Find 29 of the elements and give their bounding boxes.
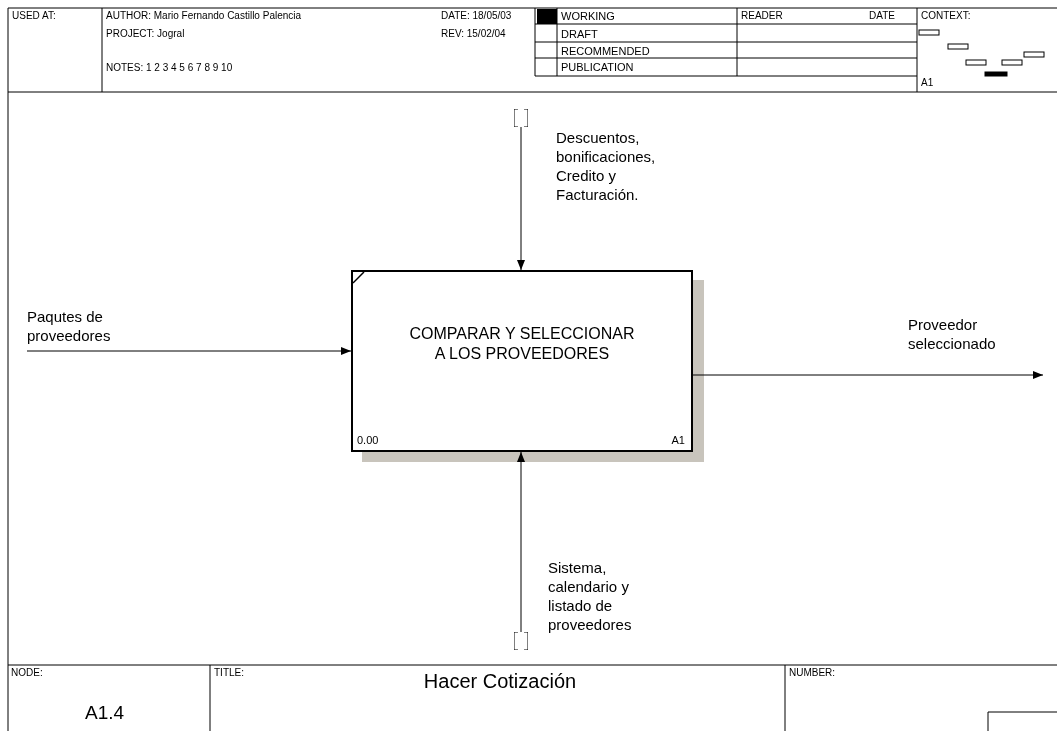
status-label: DRAFT — [561, 28, 598, 40]
arrow — [517, 451, 525, 633]
context-number: A1 — [921, 77, 934, 88]
date-field: DATE: 18/05/03 — [441, 10, 512, 21]
field-label: TITLE: — [214, 667, 244, 678]
node-reference: A1 — [671, 434, 685, 446]
arrow — [517, 126, 525, 271]
author-field: AUTHOR: Mario Fernando Castillo Palencia — [106, 10, 302, 21]
arrow — [26, 347, 352, 355]
arrow — [692, 371, 1044, 379]
field-label: NODE: — [11, 667, 43, 678]
diagram-title: Hacer Cotización — [422, 670, 578, 693]
activity-name: COMPARAR Y SELECCIONAR A LOS PROVEEDORES — [408, 324, 636, 364]
status-label: WORKING — [561, 10, 615, 22]
node-number: A1.4 — [85, 702, 125, 724]
field-label: NUMBER: — [789, 667, 836, 678]
project-field: PROJECT: Jogral — [106, 28, 185, 39]
field-label: CONTEXT: — [921, 10, 971, 21]
notes-field: NOTES: 1 2 3 4 5 6 7 8 9 10 — [106, 62, 233, 73]
column-header: DATE — [869, 10, 895, 21]
activity-box — [351, 270, 693, 452]
tunnel-icon — [514, 632, 528, 650]
status-label: RECOMMENDED — [561, 45, 650, 57]
revision-field: REV: 15/02/04 — [441, 28, 506, 39]
field-label: USED AT: — [12, 10, 56, 21]
status-label: PUBLICATION — [561, 61, 634, 73]
activity-number: 0.00 — [357, 434, 379, 446]
tunnel-icon — [514, 109, 528, 127]
column-header: READER — [741, 10, 783, 21]
